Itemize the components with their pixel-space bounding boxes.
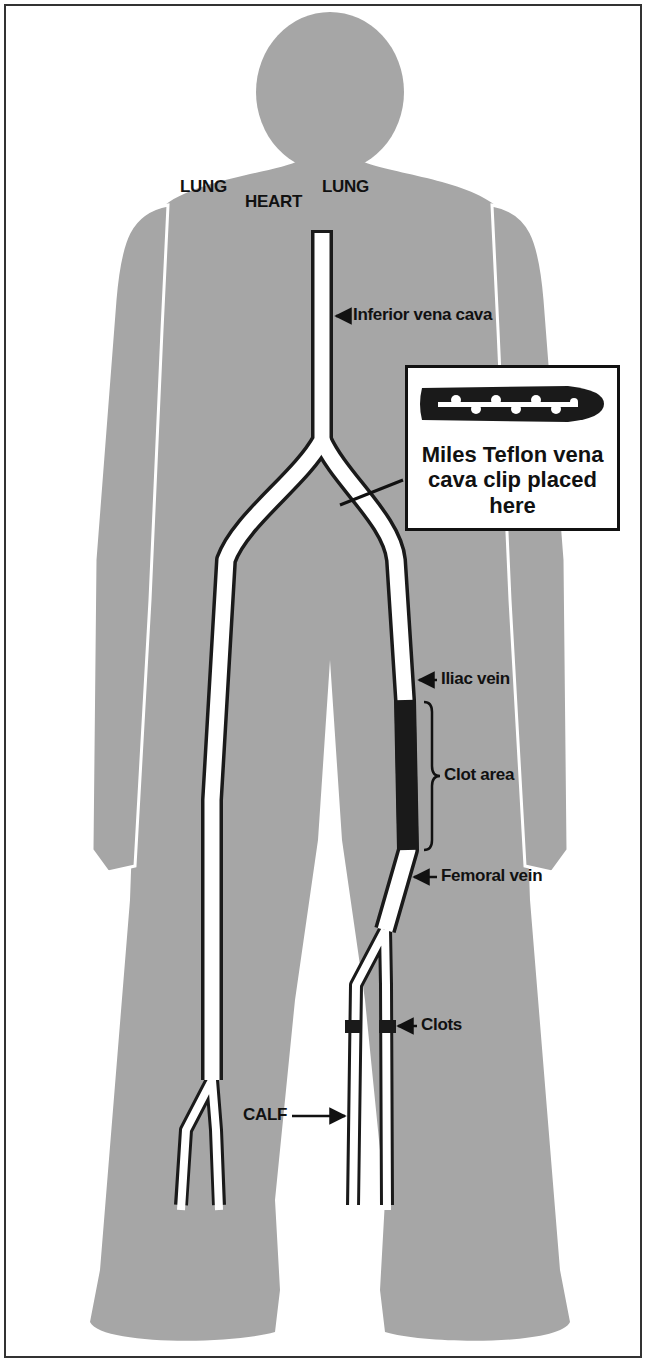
- clot: [345, 1020, 362, 1033]
- vein-label: Inferior vena cava: [353, 306, 492, 325]
- clot-label: Clot area: [444, 766, 514, 785]
- clot-label: Clots: [421, 1016, 462, 1035]
- clip-icon: [418, 378, 608, 430]
- region-label: CALF: [243, 1106, 287, 1125]
- vein-outline: [181, 230, 408, 1205]
- bracket: [424, 702, 440, 850]
- organ-label: HEART: [245, 193, 302, 212]
- vein-lumen: [181, 233, 408, 1210]
- vein-label: Iliac vein: [441, 670, 510, 689]
- clip-leader: [340, 480, 403, 505]
- clot: [379, 1020, 396, 1033]
- body-silhouette: [90, 12, 570, 1341]
- organ-label: LUNG: [180, 178, 227, 197]
- clot-area: [405, 700, 408, 850]
- vein-label: Femoral vein: [441, 867, 542, 886]
- callout-text: Miles Teflon vena cava clip placed here: [414, 442, 611, 518]
- frame: [5, 5, 641, 1357]
- organ-label: LUNG: [322, 178, 369, 197]
